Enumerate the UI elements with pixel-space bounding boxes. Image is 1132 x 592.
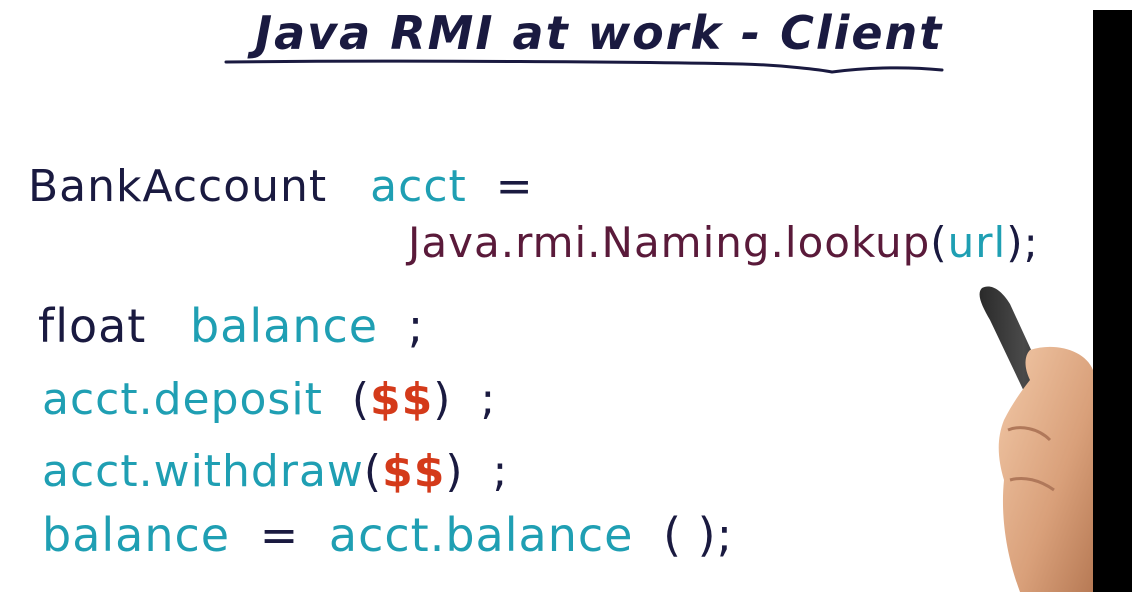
close-paren: ) xyxy=(445,446,464,497)
open-paren: ( xyxy=(930,218,948,267)
slide-title: Java RMI at work - Client xyxy=(255,6,944,60)
code-line-6: balance = acct.balance ( ); xyxy=(42,512,733,558)
hand-holding-marker-icon xyxy=(979,286,1093,592)
semicolon: ; xyxy=(407,299,425,353)
close-paren: ) xyxy=(433,374,452,425)
code-line-3: float balance ; xyxy=(38,303,424,349)
var-balance: balance xyxy=(42,508,231,562)
close-paren-semicolon: ); xyxy=(1006,218,1039,267)
parens-semicolon: ( ); xyxy=(663,508,734,562)
code-line-2: Java.rmi.Naming.lookup(url); xyxy=(408,222,1039,264)
type-float: float xyxy=(38,299,147,353)
code-line-1: BankAccount acct = xyxy=(28,165,534,209)
var-acct: acct xyxy=(370,161,467,212)
var-balance: balance xyxy=(189,299,379,353)
call-balance: acct.balance xyxy=(328,508,634,562)
code-line-5: acct.withdraw($$) ; xyxy=(42,450,508,494)
type-bankaccount: BankAccount xyxy=(28,161,328,212)
call-deposit: acct.deposit xyxy=(42,374,323,425)
equals-sign: = xyxy=(495,161,534,212)
arg-url: url xyxy=(947,218,1007,267)
open-paren: ( xyxy=(363,446,383,497)
semicolon: ; xyxy=(480,374,497,425)
call-naming-lookup: Java.rmi.Naming.lookup xyxy=(408,218,931,267)
open-paren: ( xyxy=(351,374,371,425)
semicolon: ; xyxy=(492,446,509,497)
title-underline xyxy=(224,59,944,74)
call-withdraw: acct.withdraw xyxy=(42,446,364,497)
code-line-4: acct.deposit ($$) ; xyxy=(42,378,496,422)
right-edge-bar xyxy=(1093,10,1132,592)
equals-sign: = xyxy=(259,508,300,562)
arg-dollars: $$ xyxy=(370,374,434,425)
arg-dollars: $$ xyxy=(382,446,446,497)
